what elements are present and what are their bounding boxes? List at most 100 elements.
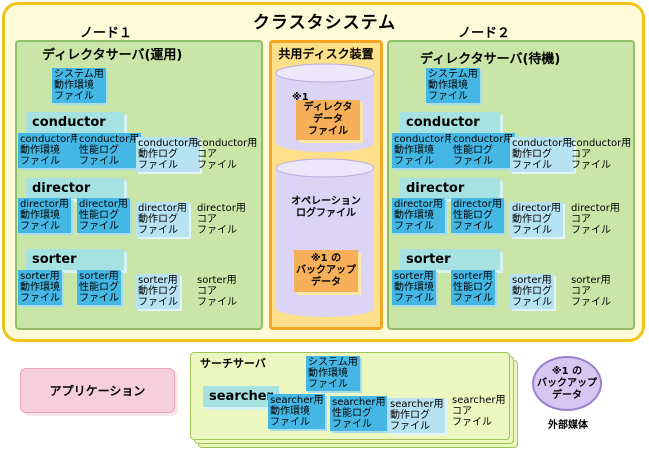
node1-director-file-3-line3: ファイル [138, 225, 178, 236]
node2-conductor-file-4-line2: コア [571, 149, 591, 160]
searcher-file-1-line1: searcher用 [270, 395, 324, 406]
node2-sorter-file-3-line2: 動作ログ [512, 286, 552, 297]
node1-conductor-file-1-line3: ファイル [20, 156, 60, 167]
node2-conductor-file-3-line3: ファイル [512, 160, 552, 171]
node2-conductor-file-2-line1: conductor用 [453, 134, 514, 145]
node1-director-file-3: director用動作ログファイル [136, 202, 189, 237]
node1-sorter-file-1-line2: 動作環境 [20, 282, 60, 293]
application-box: アプリケーション [20, 368, 175, 413]
node1-conductor-file-4-line1: conductor用 [197, 138, 258, 149]
node2-sorter-file-1-line2: 動作環境 [394, 282, 434, 293]
node2-sorter-process: sorter [400, 249, 500, 270]
node2-conductor-file-2: conductor用性能ログファイル [451, 133, 516, 168]
shared-disk-title: 共用ディスク装置 [278, 47, 374, 61]
search-system-file-line1: システム用 [308, 357, 358, 368]
searcher-file-3-line1: searcher用 [390, 399, 444, 410]
node2-sorter-file-3: sorter用動作ログファイル [510, 274, 554, 309]
search-system-file: システム用 動作環境 ファイル [306, 356, 360, 391]
node2-label: ノード２ [458, 26, 511, 41]
backup-data-line3: データ [311, 277, 341, 288]
node2-conductor-file-1-line3: ファイル [394, 156, 434, 167]
searcher-file-1-line3: ファイル [270, 417, 310, 428]
node2-conductor-file-4-line1: conductor用 [571, 138, 632, 149]
searcher-file-2-line2: 性能ログ [332, 408, 372, 419]
operation-log-file: オペレーション ログファイル [286, 196, 366, 220]
node1-director-file-1: director用動作環境ファイル [18, 198, 71, 233]
node2-sorter-file-2: sorter用性能ログファイル [451, 270, 495, 305]
backup-data-line1: ※1 の [310, 253, 342, 264]
node1-conductor-file-2-line1: conductor用 [79, 134, 140, 145]
node1-conductor-file-3: conductor用動作ログファイル [136, 137, 201, 172]
node1-system-file-line3: ファイル [54, 91, 94, 102]
node1-director-file-1-line1: director用 [20, 199, 69, 210]
node1-sorter-file-4-line1: sorter用 [197, 275, 237, 286]
searcher-file-4: searcher用コアファイル [450, 394, 507, 429]
searcher-file-4-line2: コア [452, 406, 472, 417]
node2-conductor-file-1-line2: 動作環境 [394, 145, 434, 156]
node1-conductor-process: conductor [26, 112, 124, 133]
operation-log-line2: ログファイル [296, 208, 356, 219]
node1-conductor-file-2-line2: 性能ログ [79, 145, 119, 156]
node1-label: ノード１ [80, 26, 133, 41]
node2-director-file-2: director用性能ログファイル [451, 198, 504, 233]
searcher-file-3: searcher用動作ログファイル [388, 398, 446, 433]
external-media-line3: データ [552, 389, 582, 401]
node2-system-file: システム用動作環境ファイル [426, 68, 480, 103]
node2-sorter-file-1: sorter用動作環境ファイル [392, 270, 436, 305]
searcher-file-1-line2: 動作環境 [270, 406, 310, 417]
director-data-file: ディレクタ データ ファイル [296, 100, 360, 140]
node1-director-file-3-line1: director用 [138, 203, 187, 214]
node1-director-file-4-line1: director用 [197, 203, 246, 214]
node1-conductor-file-1-line2: 動作環境 [20, 145, 60, 156]
node2-conductor-file-1: conductor用動作環境ファイル [392, 133, 457, 168]
node2-conductor-file-3-line1: conductor用 [512, 138, 573, 149]
node1-conductor-file-1: conductor用動作環境ファイル [18, 133, 83, 168]
node1-conductor-file-4-line2: コア [197, 149, 217, 160]
node2-director-file-4-line1: director用 [571, 203, 620, 214]
node2-system-file-line1: システム用 [428, 69, 478, 80]
node1-sorter-file-4: sorter用コアファイル [195, 274, 239, 309]
search-system-file-line3: ファイル [308, 379, 348, 390]
search-server-title: サーチサーバ [200, 357, 266, 370]
node1-director-file-1-line2: 動作環境 [20, 210, 60, 221]
searcher-file-1: searcher用動作環境ファイル [268, 394, 326, 429]
node1-sorter-file-4-line3: ファイル [197, 297, 237, 308]
node2-sorter-file-4: sorter用コアファイル [569, 274, 613, 309]
director-data-line1: ディレクタ [303, 102, 353, 113]
node1-director-file-4: director用コアファイル [195, 202, 248, 237]
node2-director-file-2-line1: director用 [453, 199, 502, 210]
node2-sorter-file-3-line1: sorter用 [512, 275, 552, 286]
node2-conductor-file-4: conductor用コアファイル [569, 137, 633, 172]
node2-director-title: ディレクタサーバ(待機) [420, 52, 561, 67]
node1-conductor-file-2: conductor用性能ログファイル [77, 133, 142, 168]
node2-director-process: director [400, 178, 500, 199]
node1-director-file-1-line3: ファイル [20, 221, 60, 232]
node1-system-file: システム用動作環境ファイル [52, 68, 106, 103]
node2-sorter-file-4-line1: sorter用 [571, 275, 611, 286]
node2-director-file-1-line3: ファイル [394, 221, 434, 232]
searcher-file-4-line1: searcher用 [452, 395, 506, 406]
backup-data-line2: バックアップ [296, 265, 356, 276]
node1-system-file-line1: システム用 [54, 69, 104, 80]
node2-director-file-1-line1: director用 [394, 199, 443, 210]
node1-system-file-line2: 動作環境 [54, 80, 94, 91]
node1-conductor-file-4: conductor用コアファイル [195, 137, 259, 172]
node2-system-file-line2: 動作環境 [428, 80, 468, 91]
node2-conductor-file-3: conductor用動作ログファイル [510, 137, 575, 172]
external-media-line2: バックアップ [537, 377, 597, 389]
node1-director-file-2: director用性能ログファイル [77, 198, 130, 233]
node2-conductor-file-2-line3: ファイル [453, 156, 493, 167]
node1-sorter-file-1: sorter用動作環境ファイル [18, 270, 62, 305]
node2-sorter-file-2-line2: 性能ログ [453, 282, 493, 293]
node2-conductor-file-1-line1: conductor用 [394, 134, 455, 145]
node2-director-file-4: director用コアファイル [569, 202, 622, 237]
searcher-file-2: searcher用性能ログファイル [330, 396, 388, 431]
node2-sorter-file-2-line1: sorter用 [453, 271, 493, 282]
note-mark: ※1 [292, 92, 309, 103]
searcher-file-4-line3: ファイル [452, 417, 492, 428]
node2-director-file-2-line2: 性能ログ [453, 210, 493, 221]
node1-conductor-file-3-line2: 動作ログ [138, 149, 178, 160]
operation-log-line1: オペレーション [291, 196, 361, 207]
external-media-label: 外部媒体 [548, 420, 588, 431]
node2-director-file-4-line2: コア [571, 214, 591, 225]
